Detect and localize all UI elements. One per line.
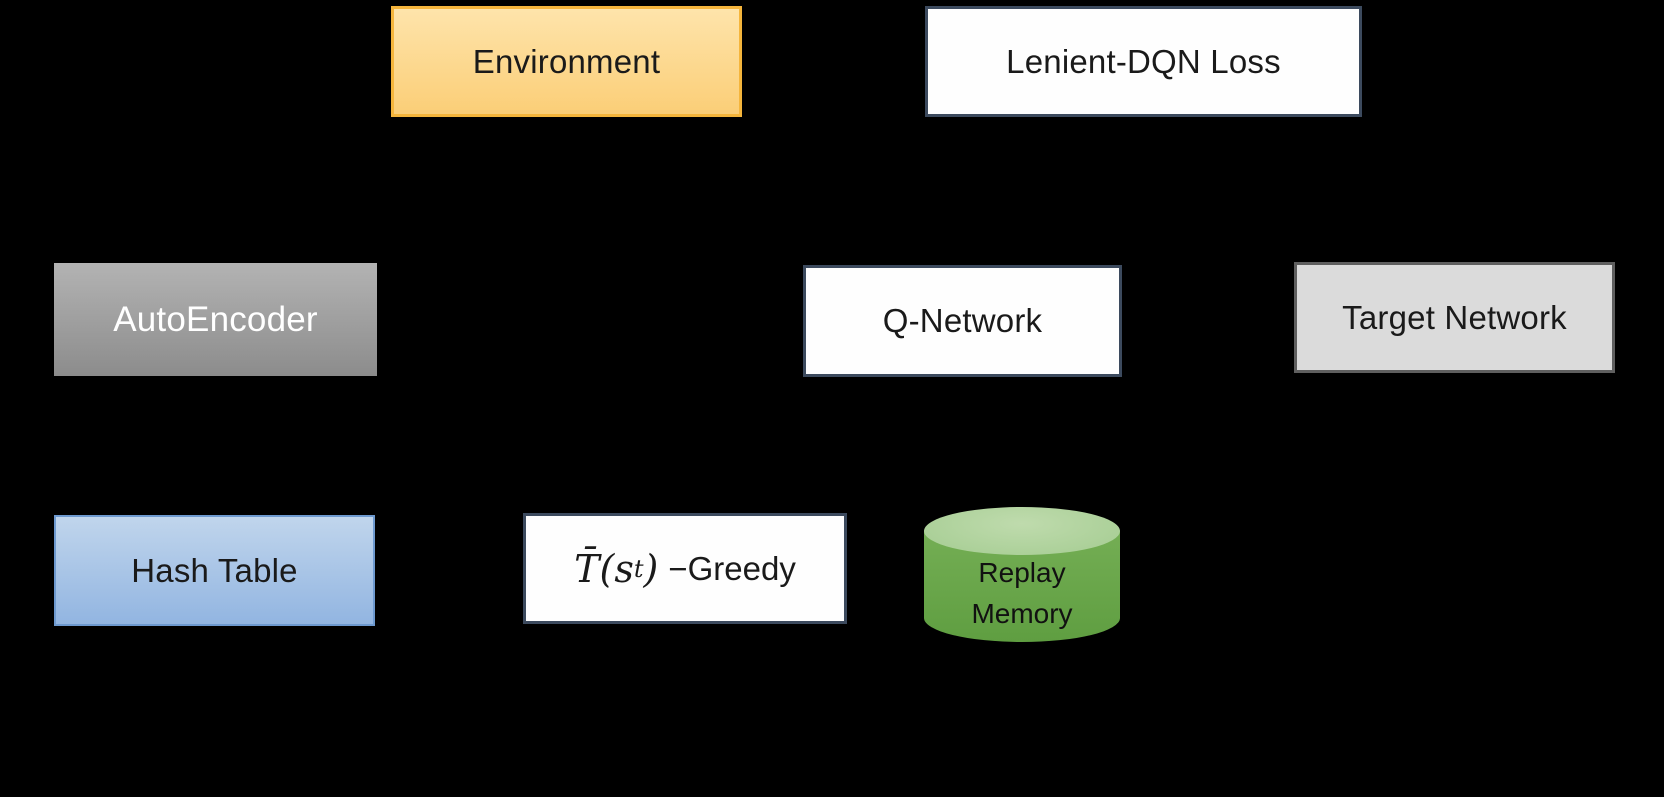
replay-memory-cylinder-top <box>924 507 1120 555</box>
environment-label: Environment <box>472 42 661 80</box>
lenient-dqn-loss-label: Lenient-DQN Loss <box>1006 42 1281 80</box>
t-greedy-formula-paren-s: (s <box>599 546 634 591</box>
t-greedy-formula-paren-close: ) <box>643 546 659 591</box>
node-q-network: Q-Network <box>803 265 1122 377</box>
node-environment: Environment <box>391 6 742 117</box>
target-network-label: Target Network <box>1342 298 1567 336</box>
replay-memory-label-line2: Memory <box>971 598 1073 629</box>
q-network-label: Q-Network <box>882 302 1043 339</box>
autoencoder-label: AutoEncoder <box>113 299 318 339</box>
node-hash-table: Hash Table <box>54 515 375 626</box>
node-autoencoder: AutoEncoder <box>54 263 377 376</box>
node-replay-memory: Replay Memory <box>924 507 1120 642</box>
t-greedy-suffix: −Greedy <box>668 549 796 587</box>
hash-table-label: Hash Table <box>131 551 298 589</box>
t-greedy-formula-tbar: T̄ <box>574 546 600 591</box>
replay-memory-label: Replay Memory <box>924 547 1120 639</box>
node-target-network: Target Network <box>1294 262 1615 373</box>
node-lenient-dqn-loss: Lenient-DQN Loss <box>925 6 1362 117</box>
replay-memory-label-line1: Replay <box>978 557 1066 588</box>
